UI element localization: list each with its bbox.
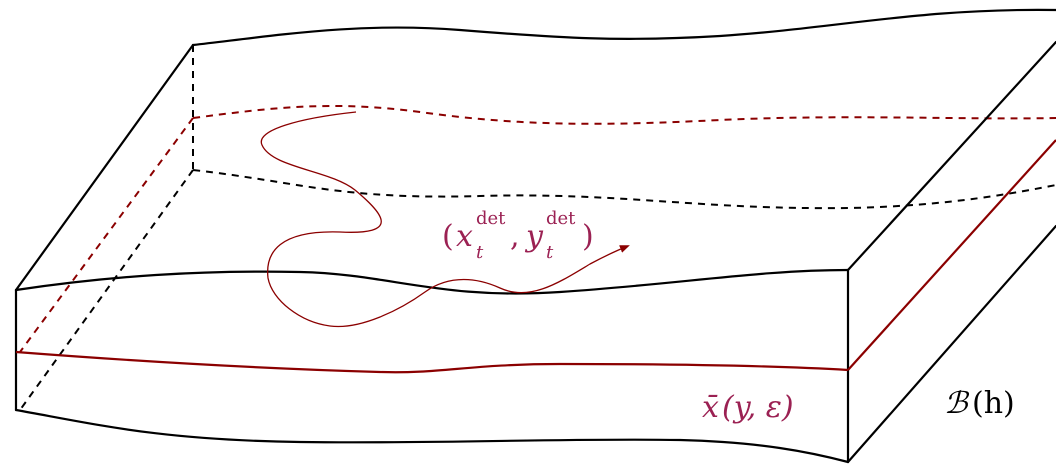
trajectory-y: y (524, 219, 544, 254)
box-top-back-edge (191, 8, 1056, 47)
box-bottom-right-edge (846, 224, 1056, 464)
box-bottom-front-edge (14, 408, 850, 464)
slow-manifold-hidden-back-edge (192, 104, 1056, 125)
trajectory-x-superscript: det (476, 208, 506, 229)
slow-manifold-arguments: (y, ε) (722, 390, 794, 425)
box-hidden-bottom-left-edge (19, 169, 194, 411)
trajectory-open-paren: ( (442, 219, 454, 254)
box-hidden-bottom-back-edge (192, 169, 1056, 210)
slow-manifold-right-edge (847, 139, 1056, 371)
trajectory-close-paren: ) (582, 219, 594, 254)
trajectory-curve (260, 111, 630, 328)
trajectory-y-superscript: det (546, 208, 576, 229)
region-label: ℬ (h) (944, 386, 1015, 421)
box-top-front-edge (14, 268, 850, 295)
trajectory-x: x (456, 219, 473, 254)
trajectory-comma: , (510, 219, 520, 254)
trajectory-y-subscript: t (546, 242, 554, 263)
region-symbol: ℬ (944, 386, 970, 421)
slow-manifold-symbol: x̄ (702, 390, 719, 425)
box-top-right-edge (846, 40, 1056, 272)
trajectory-x-subscript: t (476, 242, 484, 263)
slow-manifold-label: x̄ (y, ε) (702, 390, 794, 425)
slow-manifold-hidden-left-edge (19, 117, 194, 353)
slow-manifold-front-edge (15, 350, 849, 374)
region-arguments: (h) (972, 386, 1015, 421)
box-top-left-edge (14, 43, 195, 292)
trajectory-label: ( x det t , y det t ) (442, 208, 594, 263)
